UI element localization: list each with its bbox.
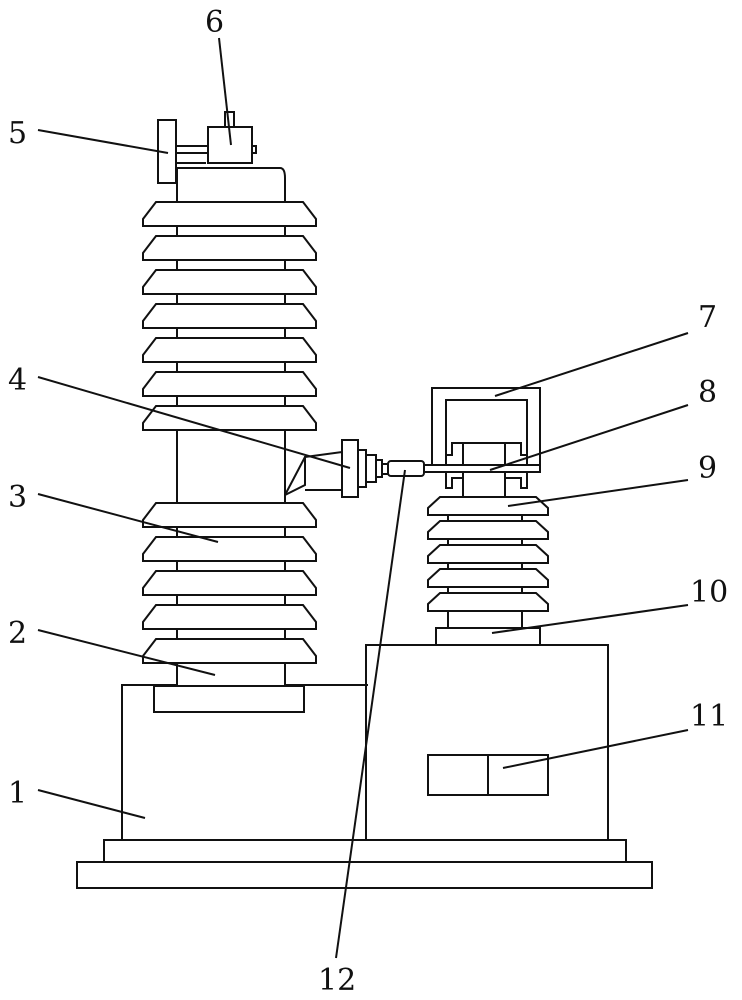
- base-plinth: [103, 839, 627, 863]
- label-5: 5: [8, 116, 27, 151]
- insulator-shed: [142, 201, 317, 227]
- bottom-plate: [76, 861, 653, 889]
- insulator-shed: [142, 638, 317, 664]
- clamp-lower: [462, 471, 506, 498]
- label-3: 3: [8, 480, 27, 515]
- left-column-base: [153, 685, 305, 713]
- leader-lines: [37, 37, 689, 959]
- left-insulator-sheds: [142, 201, 317, 664]
- insulator-shed: [142, 303, 317, 329]
- connector-cone: [284, 450, 343, 496]
- label-4: 4: [8, 363, 27, 398]
- insulator-shed: [142, 269, 317, 295]
- connector-flange: [341, 439, 359, 498]
- label-6: 6: [205, 5, 224, 40]
- right-housing: [365, 644, 609, 841]
- right-column-base: [435, 627, 541, 646]
- insulator-shed: [142, 604, 317, 630]
- connector-nut-2: [365, 454, 377, 483]
- insulator-shed: [142, 570, 317, 596]
- label-12: 12: [318, 963, 356, 998]
- insulator-shed: [427, 520, 549, 540]
- label-10: 10: [690, 575, 728, 610]
- insulator-shed: [142, 405, 317, 431]
- insulator-shed: [142, 502, 317, 528]
- insulator-shed: [427, 544, 549, 564]
- right-insulator-sheds: [427, 496, 549, 612]
- insulator-shed: [142, 235, 317, 261]
- drive-shaft: [423, 464, 541, 473]
- label-1: 1: [8, 776, 27, 811]
- label-9: 9: [698, 451, 717, 486]
- label-7: 7: [698, 300, 717, 335]
- insulator-shed: [427, 592, 549, 612]
- insulator-shed: [427, 496, 549, 516]
- insulator-shed: [142, 536, 317, 562]
- insulator-shed: [142, 337, 317, 363]
- clamp-upper: [462, 442, 506, 466]
- insulator-shed: [142, 371, 317, 397]
- insulator-shed: [427, 568, 549, 588]
- coupling: [387, 460, 425, 477]
- label-11: 11: [690, 699, 728, 734]
- connector-nut: [357, 449, 367, 488]
- label-2: 2: [8, 616, 27, 651]
- label-8: 8: [698, 375, 717, 410]
